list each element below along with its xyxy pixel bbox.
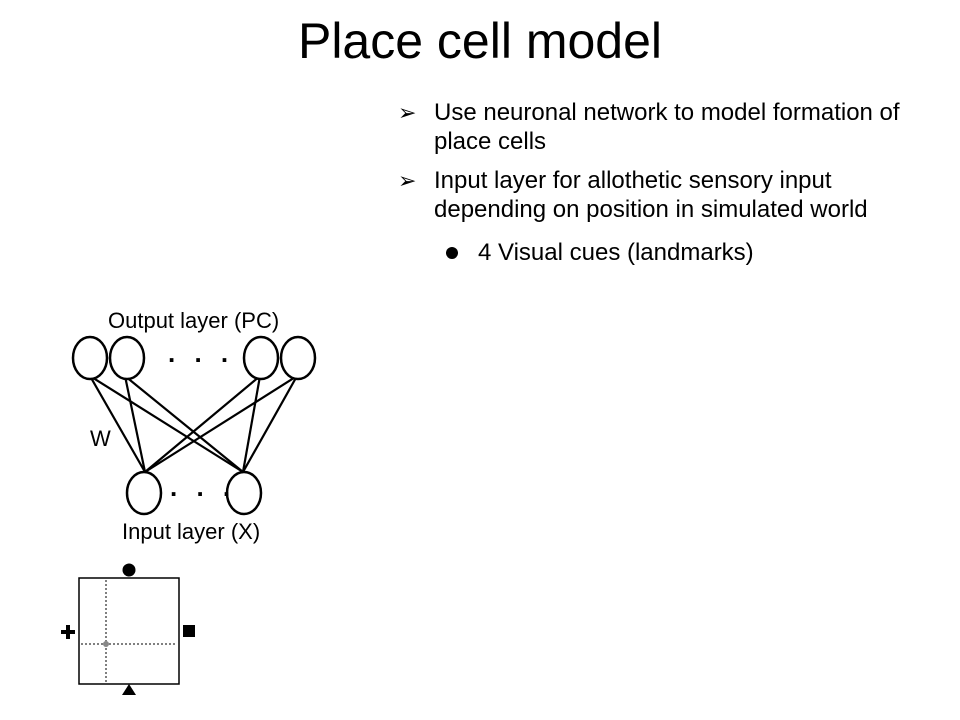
arena-box — [78, 577, 180, 685]
output-ellipsis: . . . — [168, 338, 234, 368]
arrow-bullet-icon: ➢ — [398, 100, 417, 125]
input-neuron — [225, 470, 263, 516]
input-neurons — [125, 470, 263, 516]
agent-position-dot — [103, 641, 109, 647]
bullet-text: Input layer for allothetic sensory input… — [434, 167, 868, 223]
output-layer-label: Output layer (PC) — [108, 308, 279, 333]
arrow-bullet-icon: ➢ — [398, 168, 417, 193]
bullet-item: ➢ Input layer for allothetic sensory inp… — [398, 166, 938, 224]
input-ellipsis: . . . — [170, 472, 236, 502]
output-neuron — [242, 335, 280, 381]
sub-bullet-item: 4 Visual cues (landmarks) — [398, 238, 938, 267]
dot-bullet-icon — [446, 247, 458, 259]
output-neuron — [279, 335, 317, 381]
output-neuron — [71, 335, 109, 381]
bullet-list: ➢ Use neuronal network to model formatio… — [398, 98, 938, 267]
slide-title: Place cell model — [297, 13, 663, 69]
arena-diagram — [61, 563, 195, 695]
input-layer-label: Input layer (X) — [122, 519, 260, 544]
plus-landmark-icon — [61, 625, 75, 639]
sub-bullet-text: 4 Visual cues (landmarks) — [478, 239, 754, 266]
neural-network-diagram: Output layer (PC) . . . W . . . Input la… — [71, 308, 317, 544]
bullet-text: Use neuronal network to model formation … — [434, 99, 900, 155]
triangle-landmark-icon — [122, 684, 136, 695]
weight-label: W — [90, 426, 111, 451]
weight-connections — [89, 375, 298, 473]
output-neuron — [108, 335, 146, 381]
bullet-item: ➢ Use neuronal network to model formatio… — [398, 98, 938, 156]
input-neuron — [125, 470, 163, 516]
output-neurons — [71, 335, 317, 381]
circle-landmark-icon — [122, 563, 136, 577]
square-landmark-icon — [183, 625, 195, 637]
